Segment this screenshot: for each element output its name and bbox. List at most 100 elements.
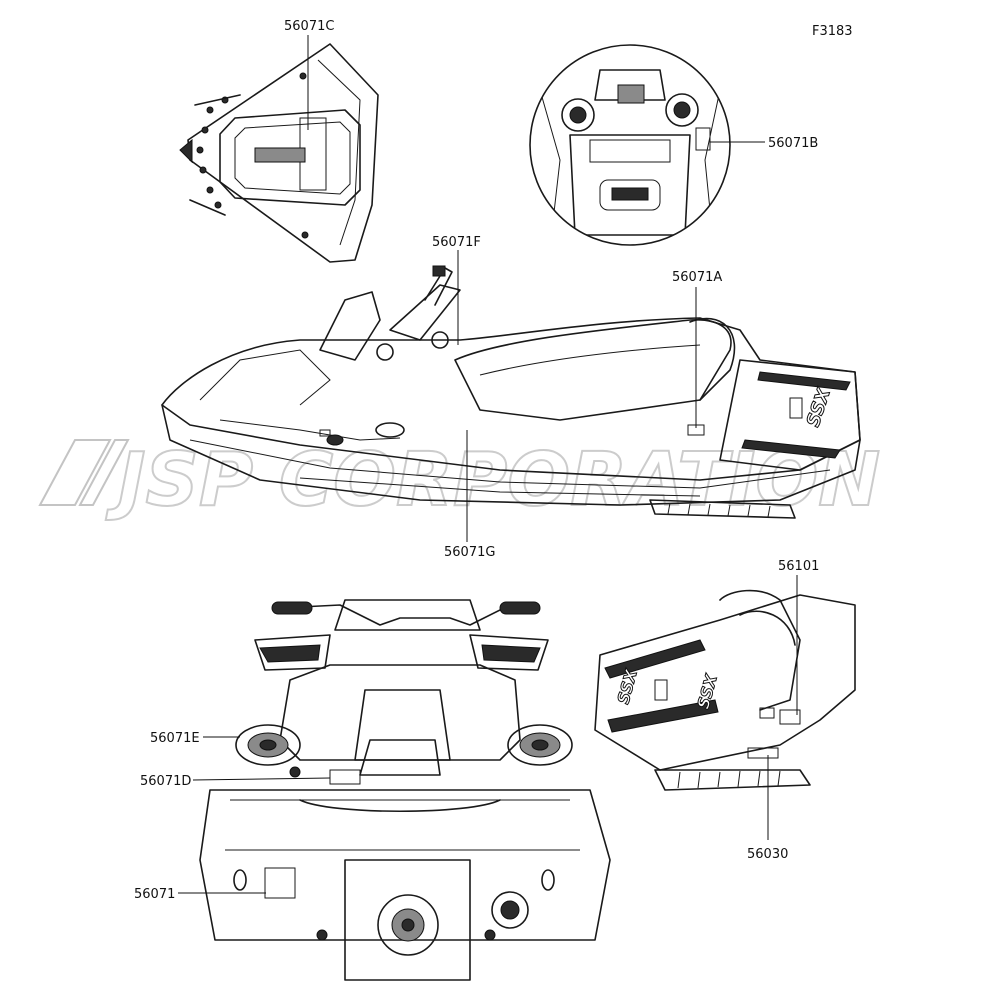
rear-tow-eye-left (233, 869, 247, 891)
console-side-panels (539, 89, 721, 231)
drain-plug-left (289, 766, 301, 778)
bow-eye (179, 138, 193, 164)
left-mirror-glass (259, 644, 321, 663)
leader-56071D (192, 777, 331, 781)
label-56101-decal (779, 709, 801, 725)
stern-deck-detail: SSX SSX (594, 589, 856, 791)
rear-storage-lid (359, 739, 441, 776)
jet-nozzle-center (401, 918, 415, 932)
steering-column (389, 284, 461, 341)
rear-hull-lines (225, 799, 580, 851)
rear-drain-port-inner (500, 900, 520, 920)
rear-seat-center (354, 689, 451, 761)
stern-detail-grab-handle (739, 610, 796, 646)
hatch-hinge-arms (189, 94, 241, 216)
hatch-frame-inner (234, 121, 351, 195)
pwc-rear-view (199, 599, 611, 981)
handlebar-cover (334, 599, 481, 631)
handlebar-grip (424, 267, 453, 306)
hull-strake-line (299, 477, 701, 497)
figure-code: F3183 (812, 24, 853, 39)
label-56030-decal (747, 747, 779, 759)
stern-mat-stripe-1 (757, 371, 851, 391)
right-grip (499, 601, 541, 615)
storage-bin-grip (611, 187, 649, 201)
hatch-hinge-bolts (196, 96, 229, 209)
grab-handle (689, 317, 736, 401)
bow-fastener-top (299, 72, 307, 80)
detail-circle (529, 44, 731, 246)
left-grip (271, 601, 313, 615)
callout-56071D: 56071D (140, 774, 191, 789)
callout-56071: 56071 (134, 887, 175, 902)
stern-detail-stripe-1 (604, 639, 706, 679)
pwc-side-view: SSX (161, 265, 861, 519)
hatch-label-strip (254, 147, 306, 163)
console-center-pad (617, 84, 645, 104)
console-top-block (594, 69, 666, 101)
stern-detail-seat (719, 589, 801, 711)
storage-bin-handle (599, 179, 661, 211)
console-storage-bin (569, 134, 691, 236)
label-56101-decal-2 (759, 707, 775, 719)
console-knob-side (376, 343, 394, 361)
bow-hatch-view (179, 43, 379, 263)
stern-detail-stripe-2 (607, 699, 719, 733)
label-56071B-decal (695, 127, 711, 151)
side-vent (375, 422, 405, 438)
watermark-text: JSP CORPORATION (105, 437, 880, 523)
callout-56071A: 56071A (672, 270, 722, 285)
right-speaker (507, 724, 573, 766)
stern-detail-outline (594, 594, 856, 771)
left-speaker (235, 724, 301, 766)
seat-seam (479, 344, 701, 376)
right-mirror (469, 634, 549, 671)
storage-bin-lid (589, 139, 671, 163)
rear-deck-curve (299, 799, 501, 812)
bow-deck-contour (199, 349, 331, 406)
jet-nozzle (377, 894, 439, 956)
callout-56071G: 56071G (444, 545, 495, 560)
jet-pump-housing (344, 859, 471, 981)
rear-hull (199, 789, 611, 941)
label-56071-decal (264, 867, 296, 899)
stern-detail-cleat (654, 679, 668, 701)
callout-56071E: 56071E (150, 731, 200, 746)
hull-lower-outline (161, 404, 861, 506)
callout-56071F: 56071F (432, 235, 481, 250)
right-knob-cap (673, 101, 691, 119)
bow-fastener-bottom (301, 231, 309, 239)
seat (454, 319, 732, 421)
callout-56071B: 56071B (768, 136, 818, 151)
rear-fastener-right (484, 929, 496, 941)
rear-handlebar (279, 604, 536, 626)
console-detail-view (529, 44, 731, 246)
watermark-logo-mark (38, 439, 112, 506)
swim-step (649, 499, 796, 519)
left-mirror (254, 634, 331, 671)
windscreen (319, 291, 381, 361)
watermark-logo-stripe (78, 439, 130, 506)
label-56071G-decal (319, 429, 331, 437)
callout-56071C: 56071C (284, 19, 334, 34)
watermark: JSP CORPORATION (38, 436, 881, 524)
left-knob-cap (569, 106, 587, 124)
right-mirror-glass (481, 644, 541, 663)
stern-cleat (789, 397, 803, 419)
stern-detail-logo-right: SSX (694, 672, 722, 711)
rear-drain-port (491, 891, 529, 929)
callout-56030: 56030 (747, 847, 788, 862)
side-marker (326, 434, 344, 446)
handlebar-end (432, 265, 446, 277)
rear-tow-eye-right (541, 869, 555, 891)
stern-logo-side: SSX (803, 385, 835, 430)
rear-fastener-left (316, 929, 328, 941)
callout-56101: 56101 (778, 559, 819, 574)
left-knob (561, 98, 595, 132)
console-knob-side-2 (431, 331, 449, 349)
bow-hull-inner-line (317, 59, 361, 246)
label-56071D-decal (329, 769, 361, 785)
rear-seat (279, 664, 521, 761)
swim-step-treads (667, 502, 771, 518)
